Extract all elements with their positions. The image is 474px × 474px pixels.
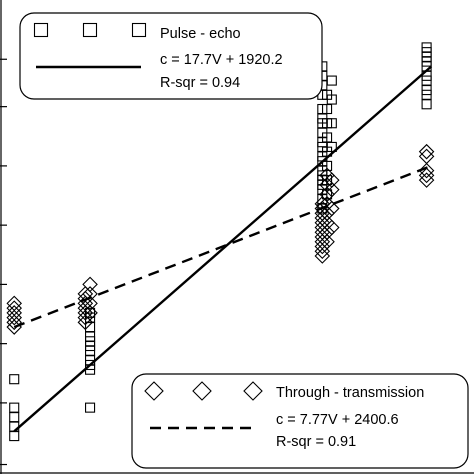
data-point-pulse-echo-3 — [9, 402, 20, 413]
data-point-through-transmission-37 — [324, 219, 340, 236]
data-point-pulse-echo-0 — [9, 431, 20, 442]
data-point-through-transmission-15 — [82, 286, 98, 302]
legend-pulse-echo-markers — [33, 22, 147, 38]
data-point-through-transmission-5 — [6, 295, 22, 312]
legend-pulse-echo-box — [19, 12, 323, 100]
legend-pulse-echo-marker-1 — [82, 22, 98, 38]
legend-through-transmission-fit-equation: c = 7.77V + 2400.6 — [276, 412, 399, 428]
data-point-through-transmission-43 — [418, 162, 435, 179]
legend-through-transmission-marker-2 — [243, 381, 263, 401]
fit-line-pulse-echo — [13, 65, 433, 433]
data-point-pulse-echo-4 — [9, 374, 20, 385]
fit-line-through-transmission — [13, 164, 432, 329]
data-point-pulse-echo-5 — [85, 402, 96, 413]
data-point-through-transmission-34 — [319, 186, 335, 203]
legend-pulse-echo-marker-2 — [131, 22, 147, 38]
legend-pulse-echo: Pulse - echo c = 17.7V + 1920.2 R-sqr = … — [19, 12, 323, 100]
data-point-pulse-echo-44 — [326, 118, 337, 129]
data-point-through-transmission-45 — [418, 143, 435, 160]
data-point-pulse-echo-47 — [421, 99, 432, 110]
data-point-pulse-echo-15 — [85, 307, 96, 318]
legend-pulse-echo-label: Pulse - echo — [160, 26, 241, 42]
data-point-pulse-echo-45 — [326, 94, 337, 105]
data-point-through-transmission-41 — [418, 172, 435, 188]
data-point-through-transmission-2 — [6, 309, 22, 326]
data-point-through-transmission-39 — [324, 181, 340, 198]
data-point-through-transmission-40 — [324, 172, 340, 188]
data-point-pulse-echo-35 — [322, 189, 333, 200]
data-point-through-transmission-14 — [82, 295, 98, 312]
legend-through-transmission-box — [131, 373, 469, 469]
legend-through-transmission-markers — [144, 381, 263, 401]
data-point-through-transmission-13 — [82, 305, 98, 321]
data-point-pulse-echo-37 — [322, 160, 333, 171]
data-point-through-transmission-24 — [314, 215, 331, 231]
legend-pulse-echo-marker-0 — [33, 22, 49, 38]
legend-through-transmission-label: Through - transmission — [276, 385, 424, 401]
data-point-through-transmission-21 — [314, 229, 331, 245]
data-point-through-transmission-22 — [314, 224, 331, 241]
data-point-through-transmission-4 — [6, 300, 22, 316]
legend-through-transmission-marker-0 — [144, 381, 164, 401]
data-point-through-transmission-38 — [324, 200, 340, 217]
data-point-through-transmission-16 — [82, 276, 98, 293]
legend-through-transmission: Through - transmission c = 7.77V + 2400.… — [131, 373, 469, 469]
data-point-through-transmission-29 — [319, 233, 335, 250]
data-point-through-transmission-1 — [6, 314, 22, 331]
fit-lines — [13, 65, 433, 433]
data-point-through-transmission-19 — [314, 238, 331, 255]
data-point-pulse-echo-2 — [9, 412, 20, 423]
data-point-through-transmission-31 — [319, 215, 335, 231]
data-point-through-transmission-0 — [6, 319, 22, 335]
data-point-pulse-echo-43 — [326, 141, 337, 152]
data-points — [6, 42, 435, 442]
legend-pulse-echo-r-squared: R-sqr = 0.94 — [160, 75, 240, 91]
data-point-through-transmission-44 — [418, 148, 435, 165]
data-point-through-transmission-3 — [6, 305, 22, 321]
data-point-pulse-echo-46 — [326, 75, 337, 86]
data-point-through-transmission-20 — [314, 233, 331, 250]
data-point-pulse-echo-56 — [421, 42, 432, 53]
data-point-through-transmission-18 — [314, 243, 331, 259]
legend-through-transmission-r-squared: R-sqr = 0.91 — [276, 434, 356, 450]
legend-through-transmission-marker-1 — [192, 381, 212, 401]
data-point-through-transmission-23 — [314, 219, 331, 236]
data-point-through-transmission-30 — [319, 224, 335, 241]
data-point-through-transmission-17 — [314, 248, 331, 264]
legend-pulse-echo-fit-equation: c = 17.7V + 1920.2 — [160, 52, 283, 68]
data-point-pulse-echo-36 — [322, 175, 333, 186]
data-point-through-transmission-32 — [319, 205, 335, 222]
